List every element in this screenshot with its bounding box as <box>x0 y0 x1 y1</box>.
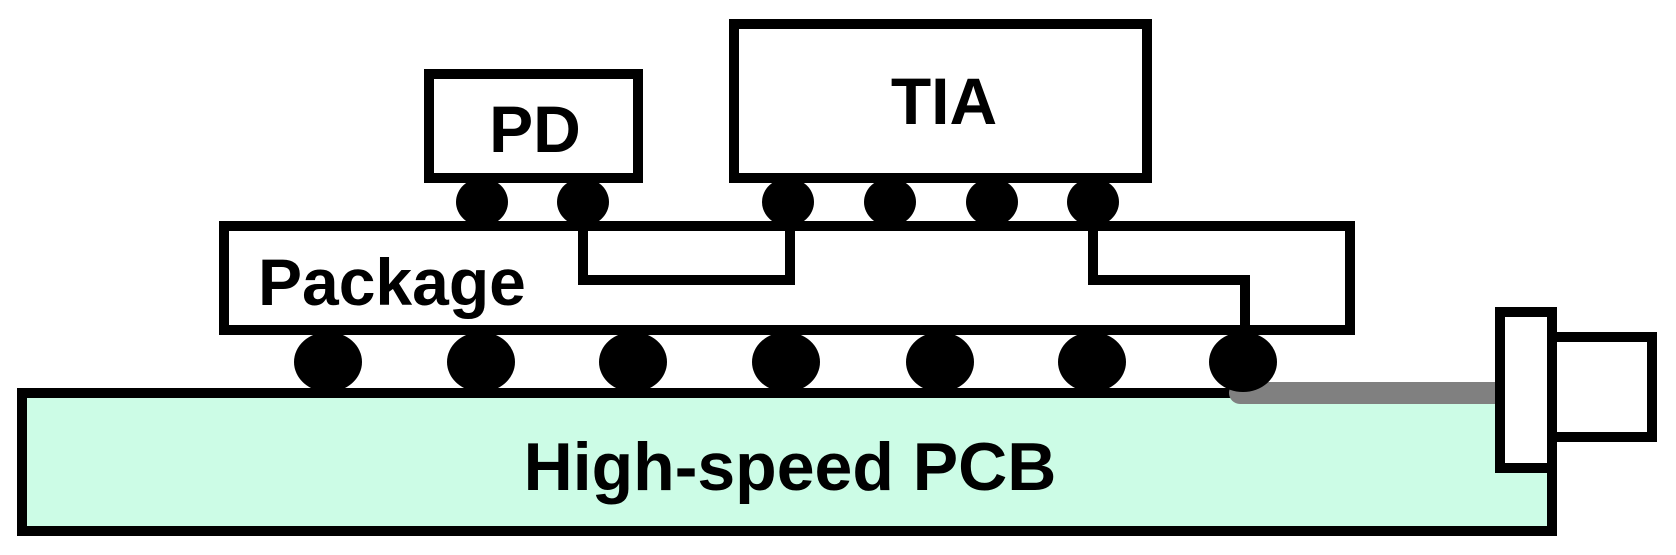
micro-bump <box>762 178 814 226</box>
pcb-label: High-speed PCB <box>524 429 1057 505</box>
micro-bump <box>557 178 609 226</box>
bga-ball <box>906 332 974 392</box>
pd-box <box>424 69 643 183</box>
pd-chip: PD <box>424 69 643 183</box>
micro-bumps <box>456 178 1119 226</box>
micro-bump <box>1067 178 1119 226</box>
package-label: Package <box>258 245 526 319</box>
pcb-group: High-speed PCB <box>17 388 1557 536</box>
bga-ball <box>1209 332 1277 392</box>
connector-flange <box>1495 307 1557 473</box>
package-trace-tia-out <box>1088 202 1250 335</box>
tia-chip: TIA <box>729 19 1152 183</box>
package-group: Package <box>219 202 1355 335</box>
rf-connector <box>1495 307 1657 473</box>
bga-ball <box>599 332 667 392</box>
bga-ball <box>1058 332 1126 392</box>
micro-bump <box>456 178 508 226</box>
bga-balls <box>294 332 1277 392</box>
package-trace-pd-tia <box>578 202 795 285</box>
bga-ball <box>752 332 820 392</box>
bga-ball <box>447 332 515 392</box>
tia-box <box>729 19 1152 183</box>
tia-label: TIA <box>891 64 997 138</box>
connector-body <box>1547 332 1657 442</box>
pcb-board <box>17 388 1557 536</box>
micro-bump <box>864 178 916 226</box>
pd-label: PD <box>489 92 581 166</box>
bga-ball <box>294 332 362 392</box>
micro-bump <box>966 178 1018 226</box>
